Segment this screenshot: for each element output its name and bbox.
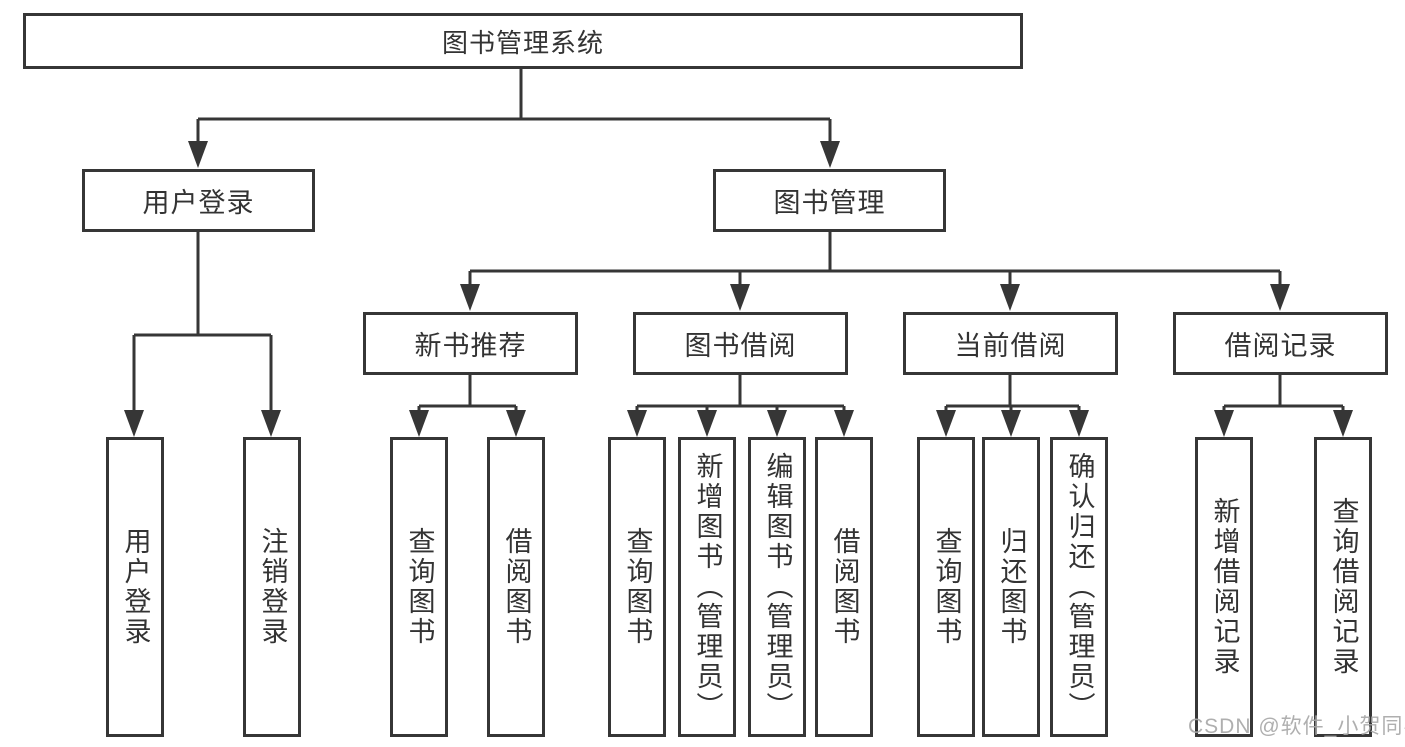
leaf-recommend-borrow-books: 借阅图书: [487, 437, 545, 737]
leaf-recommend-query-books: 查询图书: [390, 437, 448, 737]
leaf-borrow-borrow-books: 借阅图书: [815, 437, 873, 737]
node-current-borrow: 当前借阅: [903, 312, 1118, 375]
leaf-borrow-query-books: 查询图书: [608, 437, 666, 737]
connector-book-mgmt-split: [468, 232, 1282, 285]
node-root-system: 图书管理系统: [23, 13, 1023, 69]
leaf-current-query-books: 查询图书: [917, 437, 975, 737]
connector-root-split: [196, 69, 832, 142]
leaf-user-login: 用户登录: [106, 437, 164, 737]
connector-records-split: [1222, 375, 1345, 411]
node-book-borrow: 图书借阅: [633, 312, 848, 375]
leaf-records-query-record: 查询借阅记录: [1314, 437, 1372, 737]
node-new-book-recommend: 新书推荐: [363, 312, 578, 375]
leaf-current-confirm-return-admin: 确认归还（管理员）: [1050, 437, 1108, 737]
connector-user-login-split: [132, 232, 273, 411]
leaf-borrow-edit-books-admin: 编辑图书（管理员）: [748, 437, 806, 737]
connector-recommend-split: [417, 375, 518, 411]
arrowheads: [124, 141, 1353, 437]
leaf-records-add-record: 新增借阅记录: [1195, 437, 1253, 737]
leaf-borrow-add-books-admin: 新增图书（管理员）: [678, 437, 736, 737]
node-user-login: 用户登录: [82, 169, 315, 232]
connector-borrow-split: [635, 375, 846, 411]
node-borrow-records: 借阅记录: [1173, 312, 1388, 375]
csdn-watermark: CSDN @软件_小贺同学: [1188, 715, 1405, 738]
node-book-management: 图书管理: [713, 169, 946, 232]
leaf-logout: 注销登录: [243, 437, 301, 737]
connector-current-split: [944, 375, 1081, 411]
leaf-current-return-books: 归还图书: [982, 437, 1040, 737]
